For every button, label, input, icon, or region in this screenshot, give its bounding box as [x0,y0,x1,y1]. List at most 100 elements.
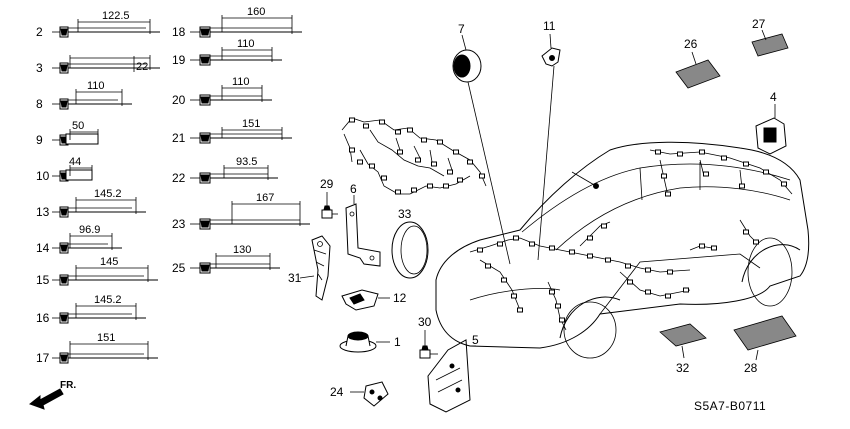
harness-connector [421,137,427,143]
clip-14-number: 14 [36,241,50,255]
harness-connector [357,159,363,165]
harness-connector [555,303,561,309]
harness-connector [477,247,483,253]
harness-connector [645,267,651,273]
clip-9-dimension: 50 [72,120,84,132]
clip-10-number: 10 [36,169,50,183]
harness-connector [397,149,403,155]
harness-connector [395,129,401,135]
harness-connector [485,263,491,269]
harness-connector [511,293,517,299]
clip-18-dimension: 160 [247,6,265,18]
harness-connector [411,187,417,193]
part-29-bolt: 29 [320,177,338,219]
clip-23: 23 167 [172,192,310,231]
harness-connector [369,163,375,169]
callout-27: 27 [752,17,766,31]
clip-15: 15 145 [36,256,158,287]
harness-connector [349,117,355,123]
part-6-bracket: 6 [345,182,381,267]
harness-connector [363,123,369,129]
clip-3: 3 22 [36,55,160,75]
clip-18-number: 18 [172,25,186,39]
part-5-cover: 5 [427,333,479,413]
callout-11: 11 [543,19,556,33]
callout-31: 31 [288,271,302,285]
part-31-bracket: 31 [288,235,331,301]
harness-connector [711,245,717,251]
harness-connector [703,171,709,177]
harness-connector [559,317,565,323]
dashboard-harness [341,117,487,195]
harness-connector [549,289,555,295]
harness-connector [605,257,611,263]
harness-connector [407,127,413,133]
harness-connector [627,279,633,285]
clip-13-number: 13 [36,205,50,219]
clip-21-number: 21 [172,131,186,145]
part-28-pad: 28 [733,315,797,375]
harness-connector [447,169,453,175]
harness-connector [437,139,443,145]
clip-15-number: 15 [36,273,50,287]
callout-29: 29 [320,177,334,191]
clip-25-dimension: 130 [233,244,251,256]
clip-20-number: 20 [172,93,186,107]
harness-connector [743,161,749,167]
clip-25-number: 25 [172,261,186,275]
clip-15-dimension: 145 [100,256,118,268]
harness-connector [479,173,485,179]
callout-32: 32 [676,361,690,375]
part-4-connector: 4 [755,90,787,155]
harness-connector [587,235,593,241]
part-12-clip: 12 [341,289,407,311]
part-1-grommet: 1 [339,331,401,353]
clip-21: 21 151 [172,118,292,145]
harness-connector [661,173,667,179]
diagram-code: S5A7-B0711 [694,399,766,413]
harness-connector [349,147,355,153]
part-30-bolt: 30 [418,315,438,359]
front-direction-arrow: FR. [28,380,76,410]
part-11-clip: 11 [537,19,561,261]
harness-connector [781,181,787,187]
clip-3-dimension: 22 [136,61,148,73]
clip-10-dimension: 44 [69,156,81,168]
harness-connector [529,241,535,247]
harness-connector [683,287,689,293]
harness-connector [699,243,705,249]
harness-connector [625,263,631,269]
harness-connector [763,169,769,175]
part-26-pad: 26 [675,37,721,89]
harness-connector [739,183,745,189]
harness-connector [667,269,673,275]
clip-23-number: 23 [172,217,186,231]
clip-21-dimension: 151 [242,118,260,130]
clip-17-number: 17 [36,351,50,365]
clip-3-number: 3 [36,61,43,75]
clip-14-dimension: 96.9 [79,224,100,236]
car-body-outline [435,141,810,359]
harness-connector [427,183,433,189]
clip-23-dimension: 167 [256,192,274,204]
harness-connector [655,149,661,155]
harness-connector [497,241,503,247]
clip-2-number: 2 [36,25,43,39]
harness-connector [665,293,671,299]
harness-connector [443,183,449,189]
callout-33: 33 [398,207,412,221]
harness-connector [665,191,671,197]
harness-connector [457,177,463,183]
harness-connector [381,175,387,181]
harness-connector [431,161,437,167]
part-7-grommet: 7 [452,22,511,265]
